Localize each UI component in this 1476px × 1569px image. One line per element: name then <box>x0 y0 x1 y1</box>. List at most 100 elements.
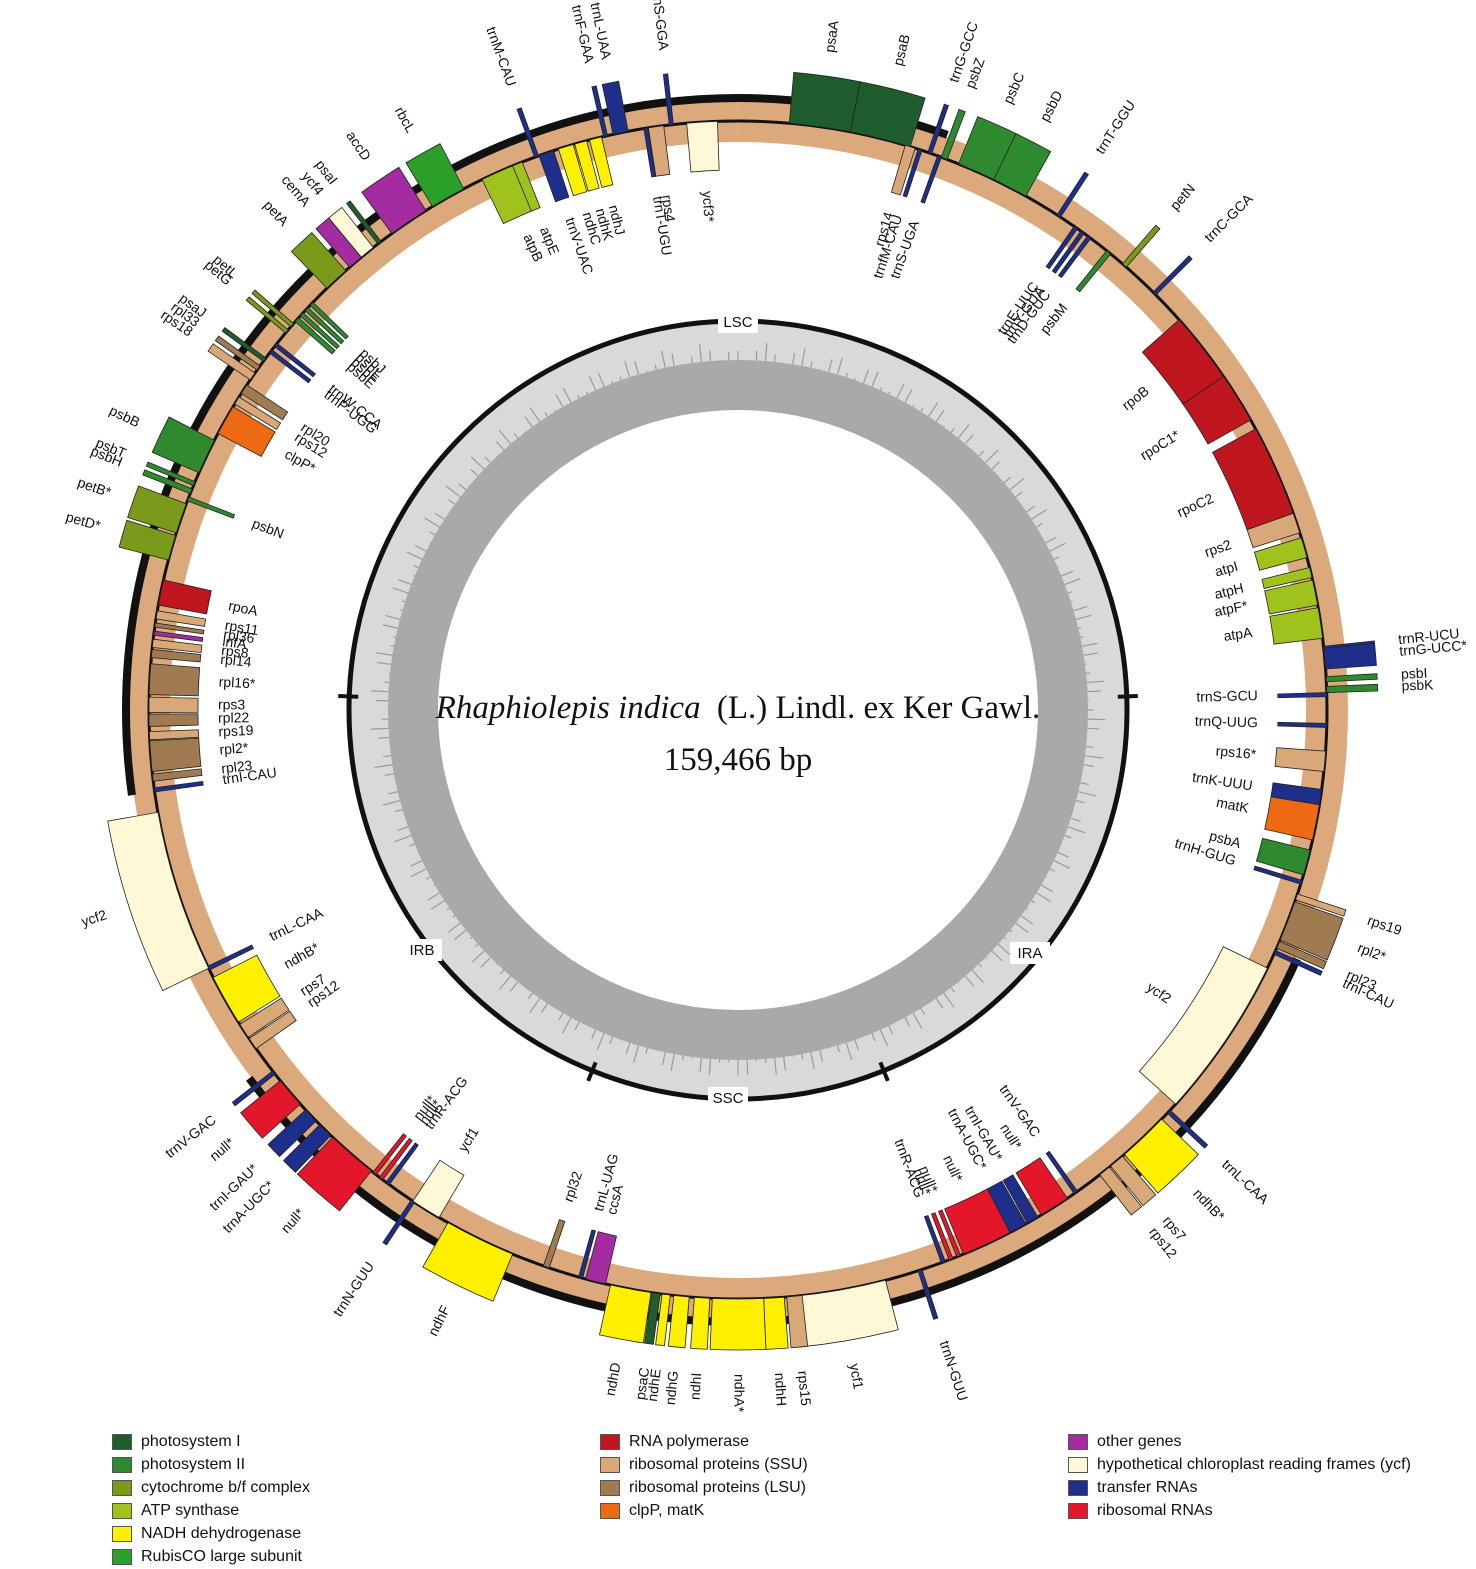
gc-tick <box>871 1033 876 1042</box>
gene-block <box>662 73 674 126</box>
gene-block <box>709 1298 767 1351</box>
gc-tick <box>385 614 401 620</box>
gc-tick <box>1045 536 1057 544</box>
gc-tick <box>1015 922 1029 934</box>
gene-block <box>1110 1155 1157 1207</box>
gc-tick <box>1031 509 1047 520</box>
gene-block <box>786 1295 809 1349</box>
gc-tick <box>862 369 870 384</box>
gc-tick <box>382 800 401 806</box>
gc-tick <box>384 773 394 777</box>
gc-tick <box>957 424 970 439</box>
gene-block <box>234 396 282 431</box>
gene-block <box>1015 1157 1068 1216</box>
legend-item: ribosomal proteins (SSU) <box>600 1453 808 1476</box>
gene-label: rpl2* <box>219 739 250 757</box>
gene-label: rps15 <box>795 1370 814 1407</box>
gene-block <box>1264 796 1320 841</box>
gene-label: ycf2 <box>79 906 109 929</box>
gene-label: ndhB* <box>281 939 323 972</box>
gc-tick <box>453 929 467 941</box>
region-label: LSC <box>723 314 752 331</box>
gene-block <box>1261 567 1313 590</box>
gc-tick <box>801 1054 804 1060</box>
gene-block <box>690 1296 711 1350</box>
gc-tick <box>1003 476 1011 484</box>
gc-tick <box>950 427 955 433</box>
gc-tick <box>495 441 505 451</box>
gene-label: rpoA <box>227 597 260 619</box>
gene-block <box>1295 893 1347 917</box>
gene-block <box>1279 901 1344 961</box>
gc-tick <box>433 884 436 887</box>
gc-tick <box>997 943 1011 956</box>
gc-tick <box>764 343 768 362</box>
legend-label: hypothetical chloroplast reading frames … <box>1097 1455 1411 1473</box>
gene-block <box>154 622 205 635</box>
region-boundary <box>586 1061 598 1082</box>
gc-tick <box>585 391 588 395</box>
gc-tick <box>978 450 985 457</box>
gene-block <box>599 1284 652 1344</box>
gc-tick <box>1082 642 1098 647</box>
gene-block <box>643 127 656 178</box>
gene-block <box>282 1124 332 1173</box>
gene-label: petD* <box>64 508 103 533</box>
gene-block <box>1099 1166 1143 1216</box>
gene-label: rpl36 <box>222 626 255 646</box>
legend-label: RubisCO large subunit <box>141 1547 302 1565</box>
gc-tick <box>943 992 955 1008</box>
gene-label: psbC <box>1000 70 1028 106</box>
gene-block <box>239 997 290 1038</box>
gc-tick <box>828 359 833 373</box>
gc-tick <box>971 969 984 983</box>
gc-tick <box>879 1029 889 1047</box>
gene-label: psbD <box>1036 88 1065 124</box>
legend-item: RNA polymerase <box>600 1430 808 1453</box>
gc-tick <box>524 416 533 428</box>
gc-tick <box>912 404 915 408</box>
gc-tick <box>1086 745 1094 748</box>
gene-label: atpF* <box>1213 597 1250 619</box>
gene-block <box>1075 250 1112 293</box>
gc-tick <box>597 372 605 387</box>
gc-tick <box>1053 556 1060 560</box>
gene-label: petN <box>1167 180 1198 213</box>
gc-tick <box>509 981 519 992</box>
legend-swatch <box>1068 1433 1088 1450</box>
gc-tick <box>1053 860 1070 869</box>
gene-block <box>152 768 203 782</box>
gc-tick <box>661 350 666 368</box>
gene-block <box>127 485 187 534</box>
gene-block <box>361 166 427 235</box>
gc-tick <box>374 764 393 769</box>
species-name: Rhaphiolepis indica <box>435 690 701 726</box>
legend-swatch <box>600 1456 620 1473</box>
gene-block <box>591 85 608 138</box>
gc-tick <box>633 1045 640 1063</box>
gc-tick <box>458 483 467 491</box>
gc-tick <box>854 378 856 381</box>
gc-tick <box>1064 834 1072 839</box>
legend-label: NADH dehydrogenase <box>141 1524 302 1542</box>
gene-block <box>1246 512 1301 549</box>
gene-block <box>245 296 289 334</box>
legend-item: RubisCO large subunit <box>112 1545 310 1568</box>
gene-block <box>107 811 210 992</box>
gene-block <box>1002 1174 1039 1224</box>
gene-label: trnI-CAU <box>222 764 278 787</box>
gc-tick <box>1049 868 1055 872</box>
gc-tick <box>991 950 1003 962</box>
legend-swatch <box>1068 1502 1088 1519</box>
gc-tick <box>1067 591 1073 594</box>
gene-block <box>148 729 200 741</box>
gc-tick <box>401 600 406 603</box>
gc-tick <box>410 860 423 867</box>
legend-item: photosystem II <box>112 1453 310 1476</box>
gene-label: psaA <box>821 19 841 53</box>
gene-block <box>382 1199 416 1246</box>
gene-label: psbN <box>250 515 286 542</box>
